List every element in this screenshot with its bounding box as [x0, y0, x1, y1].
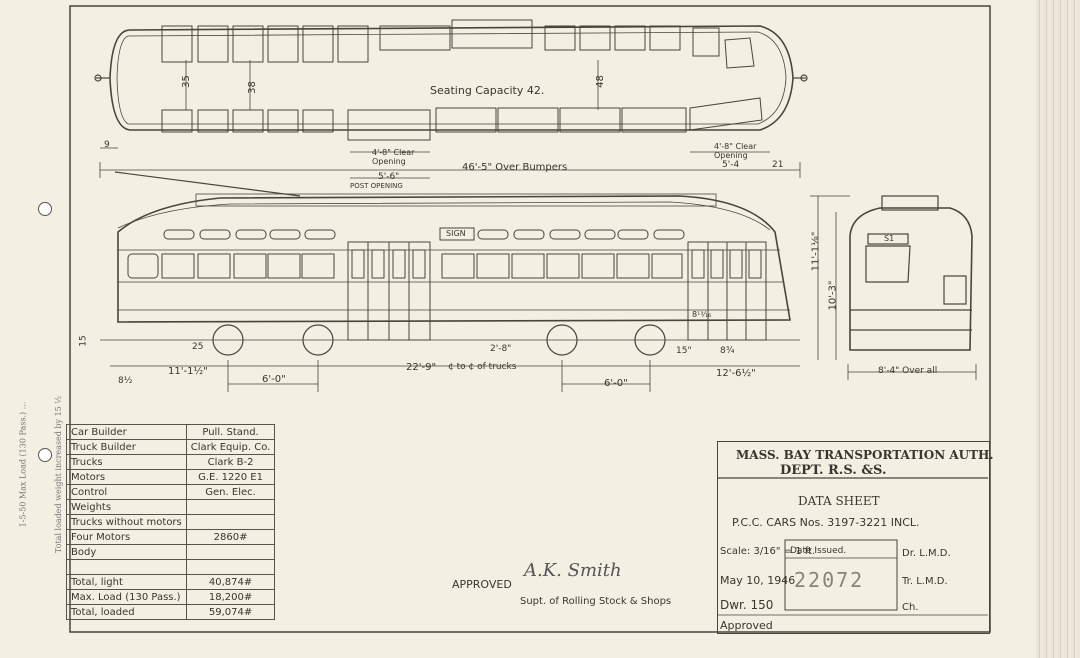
cars-range: P.C.C. CARS Nos. 3197-3221 INCL.	[732, 516, 920, 529]
checked-by: Ch.	[902, 602, 919, 613]
spec-row	[66, 559, 276, 575]
dim-22-9: 22'-9"	[406, 362, 437, 373]
front-door-opening: 4'-8" Clear Opening	[372, 148, 415, 166]
authority-name: MASS. BAY TRANSPORTATION AUTH.	[736, 448, 994, 462]
width-overall: 8'-4" Over all	[878, 366, 938, 376]
dim-9: 9	[104, 140, 110, 150]
over-bumpers-dim: 46'-5" Over Bumpers	[462, 162, 568, 173]
dim-25: 25	[192, 342, 204, 352]
spec-label: Trucks	[66, 454, 187, 470]
dim-5-4: 5'-4	[722, 160, 740, 170]
dim-8-13: 8¹³⁄₁₆	[692, 310, 712, 319]
spec-row: Body	[66, 544, 276, 560]
margin-note: 1-5-50 Max Load (130 Pass.) ...	[18, 401, 28, 528]
scale: Scale: 3/16" = 1 ft.	[720, 546, 816, 557]
page-edge	[1036, 0, 1080, 658]
spec-value: Gen. Elec.	[185, 484, 276, 500]
binder-hole	[38, 202, 52, 216]
end-sign: S1	[884, 234, 895, 243]
spec-value: Pull. Stand.	[185, 424, 276, 440]
spec-value: Clark B-2	[185, 454, 276, 470]
spec-value	[185, 514, 276, 530]
spec-value: 2860#	[185, 529, 276, 545]
dim-21: 21	[772, 160, 784, 170]
signature: A.K. Smith	[524, 560, 622, 581]
approved-label: APPROVED	[452, 578, 512, 591]
spec-value: 59,074#	[185, 604, 276, 620]
spec-value: Clark Equip. Co.	[185, 439, 276, 455]
post-opening-dim: 5'-6"	[378, 172, 400, 182]
approved-block-label: Approved	[720, 619, 773, 632]
department-name: DEPT. R.S. &S.	[780, 463, 887, 478]
spec-value	[185, 499, 276, 515]
title-block: MASS. BAY TRANSPORTATION AUTH. DEPT. R.S…	[717, 441, 994, 634]
destination-sign: SIGN	[446, 229, 466, 238]
supt-title: Supt. of Rolling Stock & Shops	[520, 596, 672, 607]
spec-label: Car Builder	[66, 424, 187, 440]
spec-label: Truck Builder	[66, 439, 187, 455]
dim-38: 38	[246, 81, 258, 94]
seating-capacity: Seating Capacity 42.	[430, 84, 545, 97]
dim-12-6: 12'-6½"	[716, 368, 756, 379]
traced-by: Tr. L.M.D.	[902, 576, 948, 587]
issue-date: May 10, 1946	[720, 574, 796, 587]
spec-label: Motors	[66, 469, 187, 485]
spec-label: Weights	[66, 499, 187, 515]
dim-6-0-left: 6'-0"	[262, 374, 286, 385]
spec-value	[185, 559, 276, 575]
centers-of-trucks: ¢ to ¢ of trucks	[448, 362, 517, 372]
sheet-title: DATA SHEET	[798, 494, 880, 508]
spec-value: 18,200#	[185, 589, 276, 605]
spec-label: Trucks without motors	[66, 514, 187, 530]
spec-value: G.E. 1220 E1	[185, 469, 276, 485]
height-11: 11'-1⅛"	[810, 231, 822, 272]
spec-label: Total, loaded	[66, 604, 187, 620]
dim-6-0-right: 6'-0"	[604, 378, 628, 389]
dim-2-8: 2'-8"	[490, 344, 512, 354]
dim-8-3: 8¾	[720, 346, 735, 356]
spec-row: Trucks without motors	[66, 514, 276, 530]
post-opening-label: POST OPENING	[350, 182, 403, 190]
date-issued-label: Date Issued.	[790, 546, 847, 556]
dim-15: 15	[78, 335, 89, 347]
spec-value	[185, 544, 276, 560]
dim-8-half: 8½	[118, 376, 133, 386]
drawer-number: Dwr. 150	[720, 598, 774, 612]
binder-hole	[38, 448, 52, 462]
spec-label	[66, 559, 187, 575]
height-10: 10'-3"	[827, 280, 839, 311]
spec-label: Control	[66, 484, 187, 500]
spec-label: Max. Load (130 Pass.)	[66, 589, 187, 605]
dim-11-1: 11'-1½"	[168, 366, 208, 377]
rear-door-opening: 4'-8" Clear Opening	[714, 142, 757, 160]
dim-48: 48	[594, 75, 606, 88]
drawn-by: Dr. L.M.D.	[902, 548, 951, 559]
dim-35: 35	[180, 75, 192, 88]
spec-label: Body	[66, 544, 187, 560]
spec-row: Weights	[66, 499, 276, 515]
spec-label: Total, light	[66, 574, 187, 590]
margin-note: Total loaded weight increased by 15 ½	[54, 395, 64, 554]
spec-row: Max. Load (130 Pass.)18,200#	[66, 589, 276, 605]
spec-label: Four Motors	[66, 529, 187, 545]
dim-15-right: 15"	[676, 346, 692, 356]
spec-value: 40,874#	[185, 574, 276, 590]
date-stamp: 22072	[794, 568, 865, 592]
